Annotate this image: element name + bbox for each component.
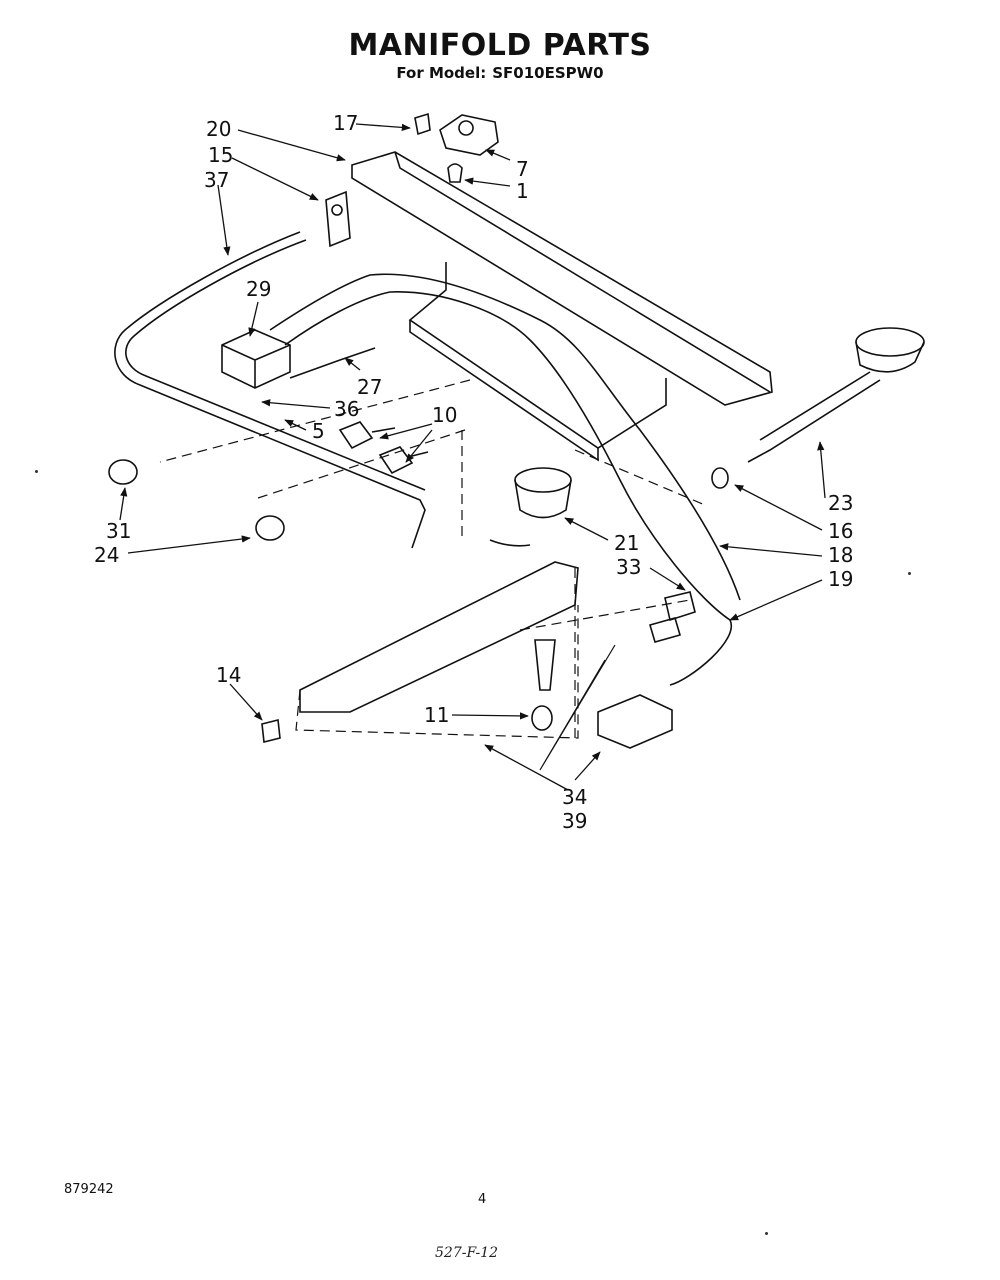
burner-tube-23 [747,371,881,463]
page-number: 4 [478,1192,487,1207]
speck [35,470,38,473]
diagram-code: 879242 [64,1182,114,1197]
bracket-15 [325,190,351,248]
drawing-lines [108,112,925,771]
part-label-14: 14 [216,663,241,687]
valve-10a [338,421,374,450]
part-label-17: 17 [333,111,358,135]
orifice-holder [534,639,556,691]
fitting-16 [711,467,729,489]
callout-leaders [119,123,826,791]
part-label-5: 5 [312,419,325,443]
part-label-18: 18 [828,543,853,567]
part-label-29: 29 [246,277,271,301]
part-label-21: 21 [614,531,639,555]
model-prefix: For Model: [396,64,487,82]
part-label-15: 15 [208,143,233,167]
clip-14 [261,719,281,743]
safety-valve-34 [597,694,673,749]
knob-31 [108,459,138,485]
page-title: MANIFOLD PARTS [348,28,652,63]
part-label-33: 33 [616,555,641,579]
part-label-19: 19 [828,567,853,591]
part-label-37: 37 [204,168,229,192]
part-label-20: 20 [206,117,231,141]
part-numbers: 20 15 37 17 7 1 29 27 36 5 10 31 24 21 2… [94,111,853,833]
handwritten-note: 527-F-12 [435,1245,499,1261]
part-label-16: 16 [828,519,853,543]
model-subtitle: For Model: SF010ESPW0 [0,64,1000,82]
burner-21 [514,467,572,493]
oven-burner-39 [299,561,579,713]
pilot-33 [664,591,696,622]
part-label-1: 1 [516,179,529,203]
speck [765,1232,768,1235]
model-number: SF010ESPW0 [492,64,604,82]
gas-tube-18 [269,273,741,601]
part-label-36: 36 [334,397,359,421]
knob-24 [255,515,285,541]
part-label-24: 24 [94,543,119,567]
burner-head-7 [439,114,499,156]
clip-17 [414,112,431,136]
part-label-39: 39 [562,809,587,833]
part-label-31: 31 [106,519,131,543]
manifold-pipe-37 [114,231,426,549]
part-label-23: 23 [828,491,853,515]
orifice-hood-1 [447,163,463,183]
capillary-tube-27 [289,347,376,379]
part-label-34: 34 [562,785,587,809]
part-label-7: 7 [516,157,529,181]
orifice-11 [531,705,553,731]
part-label-10: 10 [432,403,457,427]
part-label-27: 27 [357,375,382,399]
speck [908,572,911,575]
burner-support-bar [351,151,773,406]
part-label-11: 11 [424,703,449,727]
valve-10b [378,446,414,475]
burner-top-right [855,327,925,357]
